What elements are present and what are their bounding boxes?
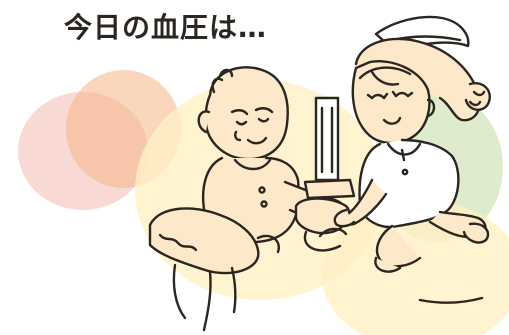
man-button (260, 200, 268, 208)
nurse-collar (386, 142, 422, 162)
man-lap (148, 207, 260, 275)
nurse-fringe (358, 66, 412, 86)
nurse-ear (426, 98, 436, 118)
nurse-shoe (374, 256, 402, 273)
nurse-uniform (358, 138, 460, 229)
floor-line (418, 296, 484, 304)
nurse-shoe (462, 222, 490, 244)
nurse-mouth (382, 116, 402, 125)
nurse-button (401, 168, 409, 176)
monitor-tube (303, 230, 342, 252)
caption-text: 今日の血圧は… (64, 11, 268, 44)
man-ear (197, 110, 211, 134)
monitor-column (314, 96, 340, 182)
nurse-bun (464, 82, 491, 111)
nurse (333, 15, 491, 304)
man-eyes (235, 117, 270, 126)
man-collar (233, 158, 272, 171)
blood-pressure-monitor (294, 96, 356, 252)
man-smile (246, 136, 268, 145)
nurse-lashes (366, 90, 414, 100)
nurse-curls (468, 90, 486, 107)
man-knee (256, 234, 280, 254)
nurse-hand (333, 208, 356, 228)
man-cheek (234, 130, 242, 142)
monitor-scale (320, 106, 334, 174)
man-button (258, 186, 266, 194)
man-hair (211, 68, 234, 94)
monitor-base (303, 178, 356, 200)
nurse-face (351, 60, 431, 145)
man-legs (172, 263, 237, 332)
monitor-bulb (318, 227, 348, 238)
man-lap-ruffle (158, 233, 198, 252)
man-brow (230, 107, 274, 116)
nurse-eyes (370, 91, 410, 100)
